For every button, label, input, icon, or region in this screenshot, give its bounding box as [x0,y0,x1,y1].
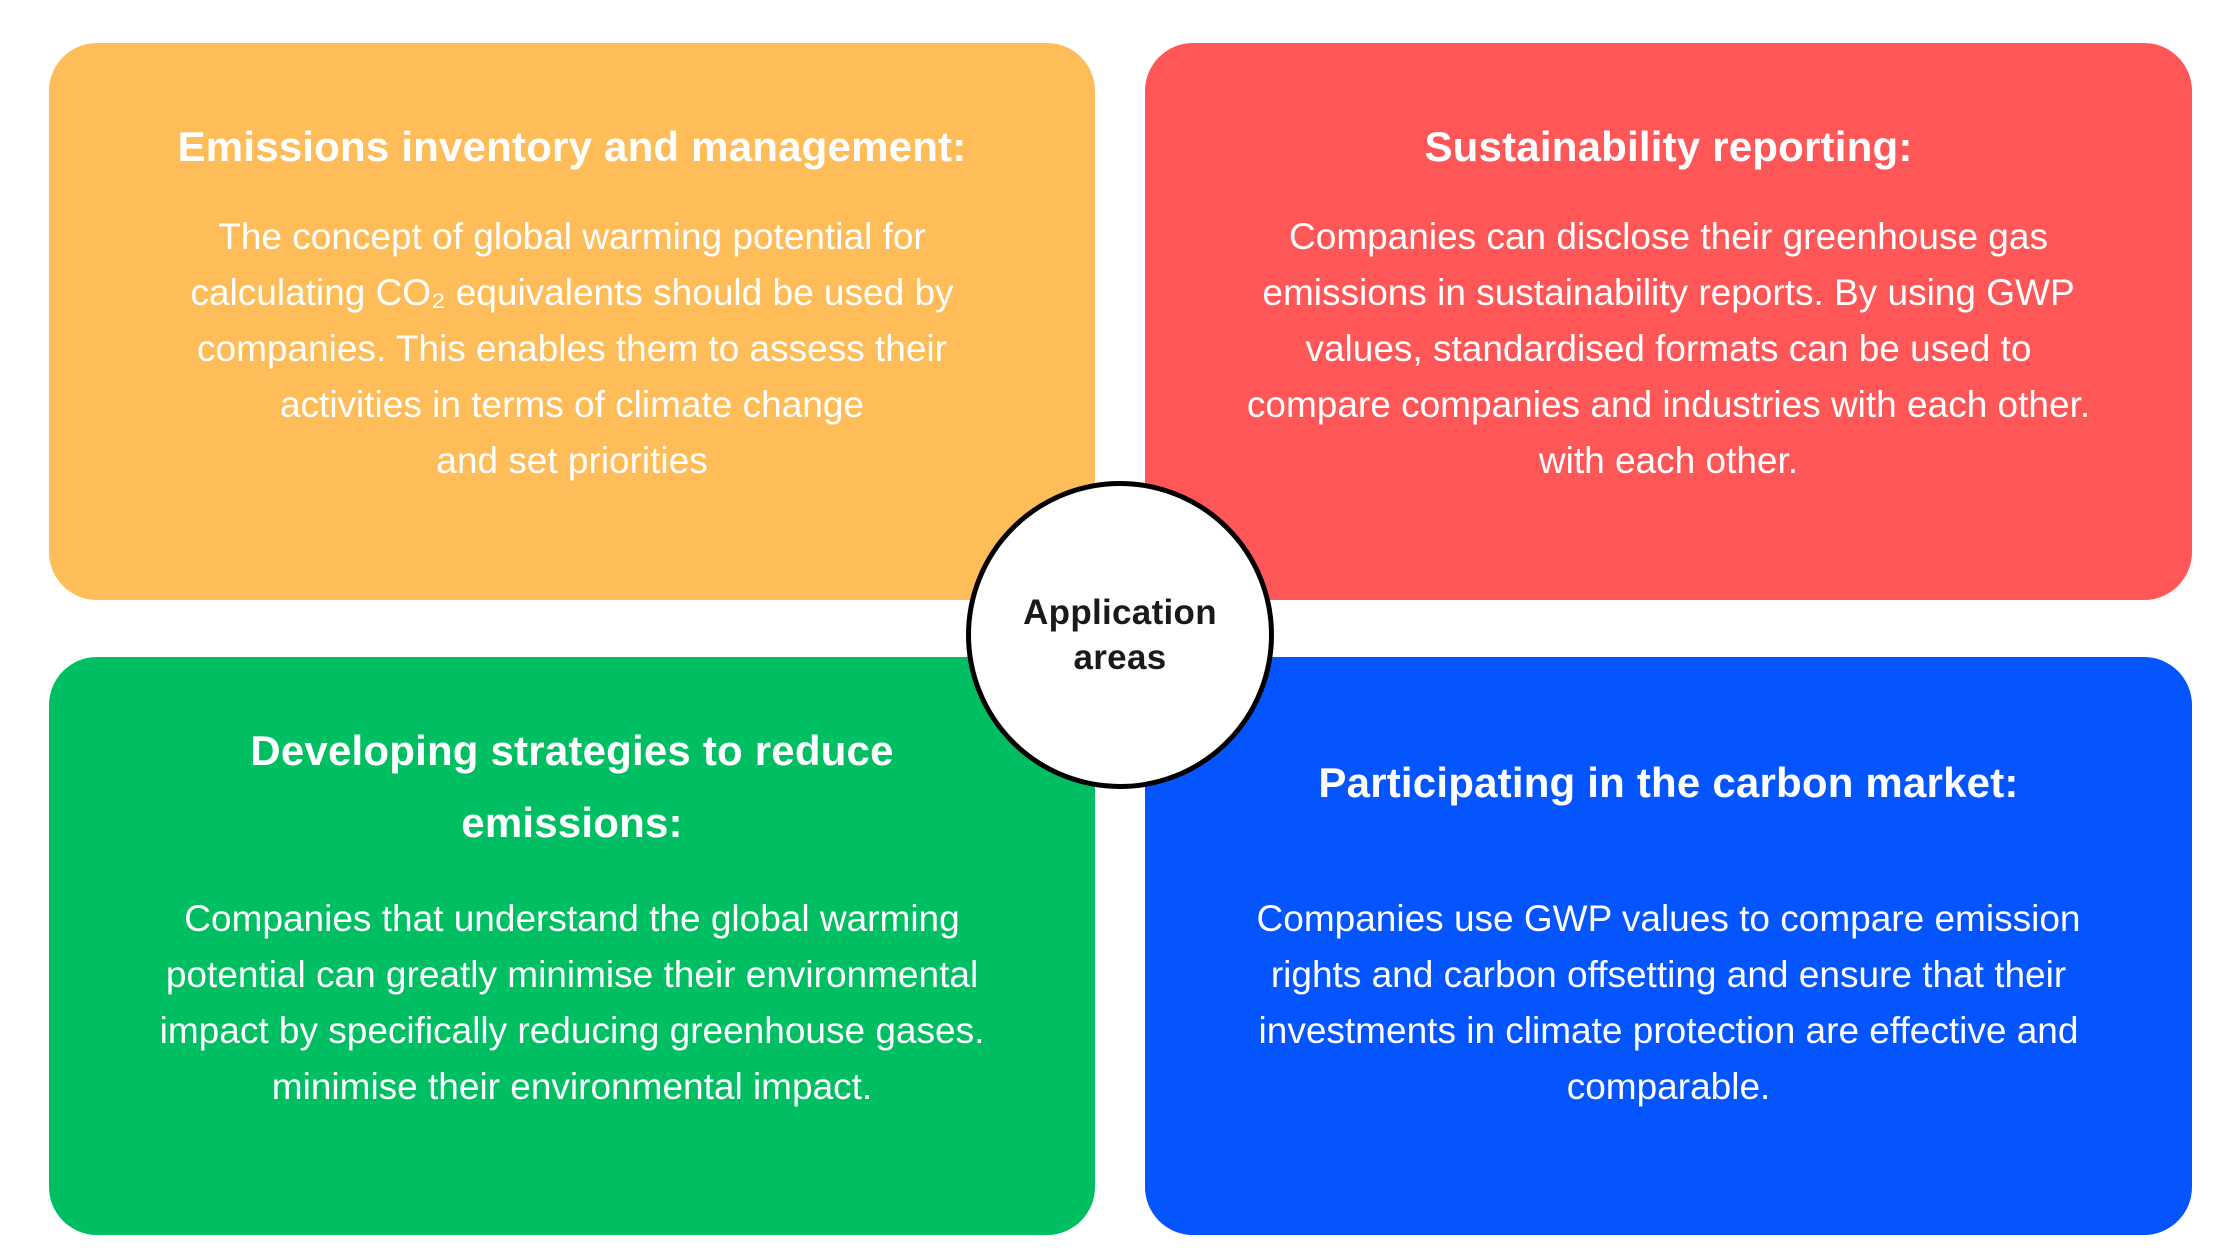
quadrant-body-text: Companies can disclose their greenhouse … [1246,216,2091,481]
quadrant-title: Emissions inventory and management: [177,123,967,170]
quadrant-sustainability-reporting: Sustainability reporting: Companies can … [1145,43,2192,600]
quadrant-emissions-inventory: Emissions inventory and management: The … [49,43,1095,600]
quadrant-carbon-market: Participating in the carbon market: Comp… [1145,657,2192,1235]
quadrant-title: Sustainability reporting: [1424,123,1913,170]
quadrant-title: Participating in the carbon market: [1318,759,2019,806]
quadrant-body-text: Companies that understand the global war… [159,898,985,1107]
quadrant-body-text: The concept of global warming potential … [190,216,954,481]
quadrant-body-text: Companies use GWP values to compare emis… [1256,898,2081,1107]
